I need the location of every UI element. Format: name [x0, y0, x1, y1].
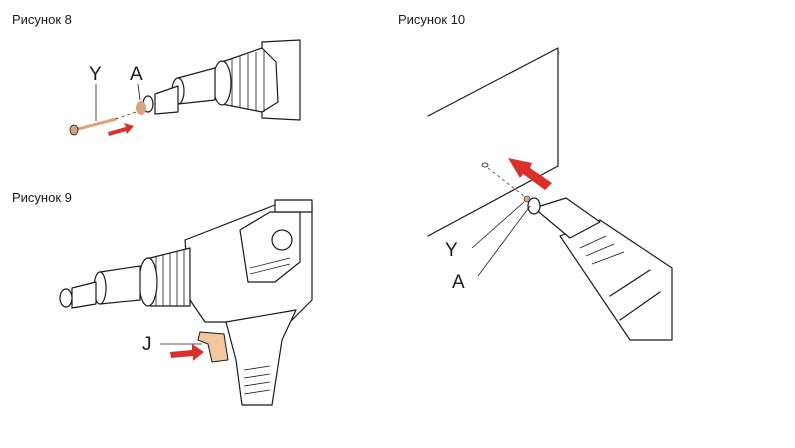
nosepiece-tip-fig10 [523, 195, 531, 203]
insert-arrow-fig10 [508, 158, 552, 190]
callout-line-a-fig10 [477, 205, 531, 277]
figure-10-title: Рисунок 10 [398, 12, 466, 27]
callout-line-y-fig10 [471, 201, 525, 249]
press-arrow-fig9 [170, 344, 204, 361]
figure-8-illustration: Y A [69, 39, 301, 136]
label-y-fig10: Y [445, 240, 458, 261]
riveter-tool-fig10 [527, 197, 673, 341]
label-y-fig8: Y [89, 64, 102, 85]
label-a-fig8: A [130, 64, 143, 85]
trigger-j [197, 331, 229, 363]
figure-9-title: Рисунок 9 [12, 190, 72, 205]
riveter-body [59, 199, 313, 406]
figure-8-title: Рисунок 8 [12, 12, 72, 27]
callout-line-a-fig8 [137, 83, 141, 101]
riveter-nose-assembly [142, 39, 301, 121]
figure-9-illustration: J [59, 199, 313, 406]
rivet-y [69, 117, 118, 136]
label-j: J [142, 334, 152, 355]
rivet-hole [481, 162, 489, 168]
nosepiece-a [136, 101, 146, 115]
alignment-dash-fig10 [487, 167, 525, 197]
insert-arrow-fig8 [108, 123, 134, 136]
workpiece-plate [427, 47, 559, 237]
label-a-fig10: A [452, 272, 465, 293]
